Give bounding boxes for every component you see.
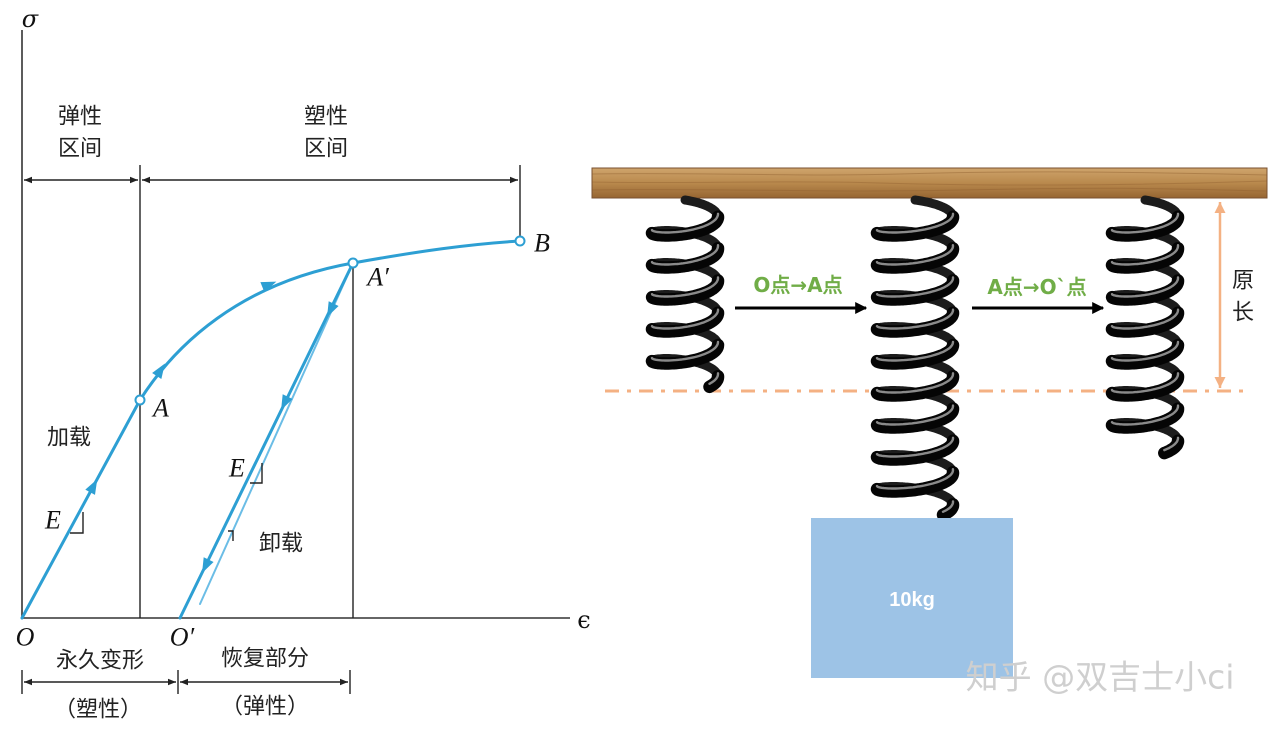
spring-coil-front xyxy=(870,306,960,338)
hardening-direction-arrow xyxy=(260,281,277,293)
wooden-ceiling-board xyxy=(591,167,1268,199)
spring-coil-highlight xyxy=(1163,436,1180,452)
spring-coil-front xyxy=(645,306,725,338)
spring-coil-highlight xyxy=(1110,243,1180,266)
spring-coil-highlight xyxy=(1110,276,1180,298)
spring-coil-highlight xyxy=(875,340,955,362)
spring-coil-front xyxy=(1105,402,1185,434)
spring-coil-front xyxy=(870,338,960,370)
spring-coil-front xyxy=(645,210,725,242)
unloading-direction-arrow xyxy=(327,301,339,318)
stress-strain-diagram: σ ϵ 弹性 区间 塑性 区间 A A′ B O O′ xyxy=(16,5,591,723)
loading-slope-mark xyxy=(70,512,84,534)
recovered-part-label: 恢复部分 xyxy=(221,647,309,672)
hardening-curve xyxy=(138,239,522,402)
stress-axis-label: σ xyxy=(22,5,39,33)
spring-coil-highlight xyxy=(875,243,955,266)
mass-label: 10kg xyxy=(889,589,935,611)
spring-coil-front xyxy=(1158,434,1185,460)
spring-coil-front xyxy=(1105,210,1185,242)
step-1-label: O点→A点 xyxy=(753,273,842,297)
original-length-label-line1: 原 xyxy=(1232,269,1254,294)
spring-coil-front xyxy=(1105,338,1185,370)
spring-demo: 原 长 10kg O点→A点 A点→O`点 xyxy=(591,167,1268,678)
small-slope-tick xyxy=(228,530,234,541)
spring-coil-highlight xyxy=(875,372,955,394)
residual-origin-label: O′ xyxy=(170,623,195,652)
recovered-part-note: （弹性） xyxy=(221,695,309,720)
permanent-deformation-label: 永久变形 xyxy=(56,649,144,674)
origin-label: O xyxy=(16,623,35,652)
original-length-label-line2: 长 xyxy=(1232,301,1254,326)
spring-coil-front xyxy=(870,241,960,274)
spring-coil-highlight xyxy=(1110,340,1180,362)
spring-coil-highlight xyxy=(650,308,720,330)
spring-coil-highlight xyxy=(875,276,955,298)
spring-coil-front xyxy=(870,402,960,434)
spring-coil-front xyxy=(870,465,960,498)
spring-coil-highlight xyxy=(1110,308,1180,330)
elastic-region-label-line1: 弹性 xyxy=(58,105,102,130)
spring-coil-front xyxy=(870,210,960,242)
spring-loaded xyxy=(870,195,960,522)
spring-coil-highlight xyxy=(875,436,955,458)
spring-coil-highlight xyxy=(875,308,955,330)
spring-coil-highlight xyxy=(650,212,720,234)
unloading-label: 卸载 xyxy=(259,532,303,557)
unloading-direction-arrow xyxy=(281,394,293,411)
spring-coil-front xyxy=(870,370,960,402)
mass-block xyxy=(811,518,1013,678)
plastic-region-label-line2: 区间 xyxy=(304,137,348,162)
wood-grain xyxy=(591,180,1268,186)
spring-coil-front xyxy=(870,274,960,306)
spring-coil-front xyxy=(1105,306,1185,338)
spring-coil-highlight xyxy=(875,468,955,490)
spring-coil-highlight xyxy=(1110,372,1180,394)
spring-coil-front xyxy=(1105,241,1185,274)
spring-coil-front xyxy=(1105,274,1185,306)
point-B-label: B xyxy=(534,229,550,258)
point-A-marker xyxy=(134,394,146,406)
loading-label: 加载 xyxy=(47,426,91,451)
strain-axis-label: ϵ xyxy=(577,606,590,634)
elastic-region-label-line2: 区间 xyxy=(58,137,102,162)
spring-coil-highlight xyxy=(650,243,720,266)
loading-line xyxy=(20,398,142,620)
unloading-slope-label: E xyxy=(228,454,245,483)
spring-coil-highlight xyxy=(708,372,720,385)
spring-coil-highlight xyxy=(1110,404,1180,426)
unloading-slope-mark xyxy=(250,463,263,484)
spring-coil-front xyxy=(936,498,960,522)
plastic-region-label-line1: 塑性 xyxy=(304,105,348,130)
permanent-deformation-note: （塑性） xyxy=(54,698,142,723)
spring-coil-highlight xyxy=(875,404,955,426)
point-B-marker xyxy=(514,235,526,247)
hardening-direction-arrow xyxy=(152,363,165,380)
loading-slope-label: E xyxy=(44,506,61,535)
step-2-label: A点→O`点 xyxy=(987,275,1086,299)
spring-coil-front xyxy=(870,434,960,466)
loading-direction-arrow xyxy=(85,479,98,495)
wood-grain xyxy=(591,187,1268,192)
point-A-prime-label: A′ xyxy=(365,263,389,292)
spring-coil-front xyxy=(1105,370,1185,402)
point-A-prime-marker xyxy=(347,257,359,269)
wood-grain xyxy=(591,171,1268,176)
spring-coil-front xyxy=(645,241,725,274)
unloading-line xyxy=(178,261,355,620)
spring-coil-highlight xyxy=(875,212,955,234)
watermark: 知乎 @双吉士小ci xyxy=(966,658,1235,697)
spring-coil-front xyxy=(645,274,725,306)
spring-coil-highlight xyxy=(1110,212,1180,234)
spring-unloaded-initial xyxy=(645,195,725,394)
spring-coil-highlight xyxy=(650,340,720,362)
spring-coil-highlight xyxy=(941,500,955,513)
unloading-direction-arrow xyxy=(202,557,214,574)
spring-unloaded-deformed xyxy=(1105,195,1185,460)
point-A-label: A xyxy=(151,394,169,423)
spring-coil-highlight xyxy=(650,276,720,298)
spring-coil-front xyxy=(645,338,725,370)
reloading-line xyxy=(199,262,354,605)
